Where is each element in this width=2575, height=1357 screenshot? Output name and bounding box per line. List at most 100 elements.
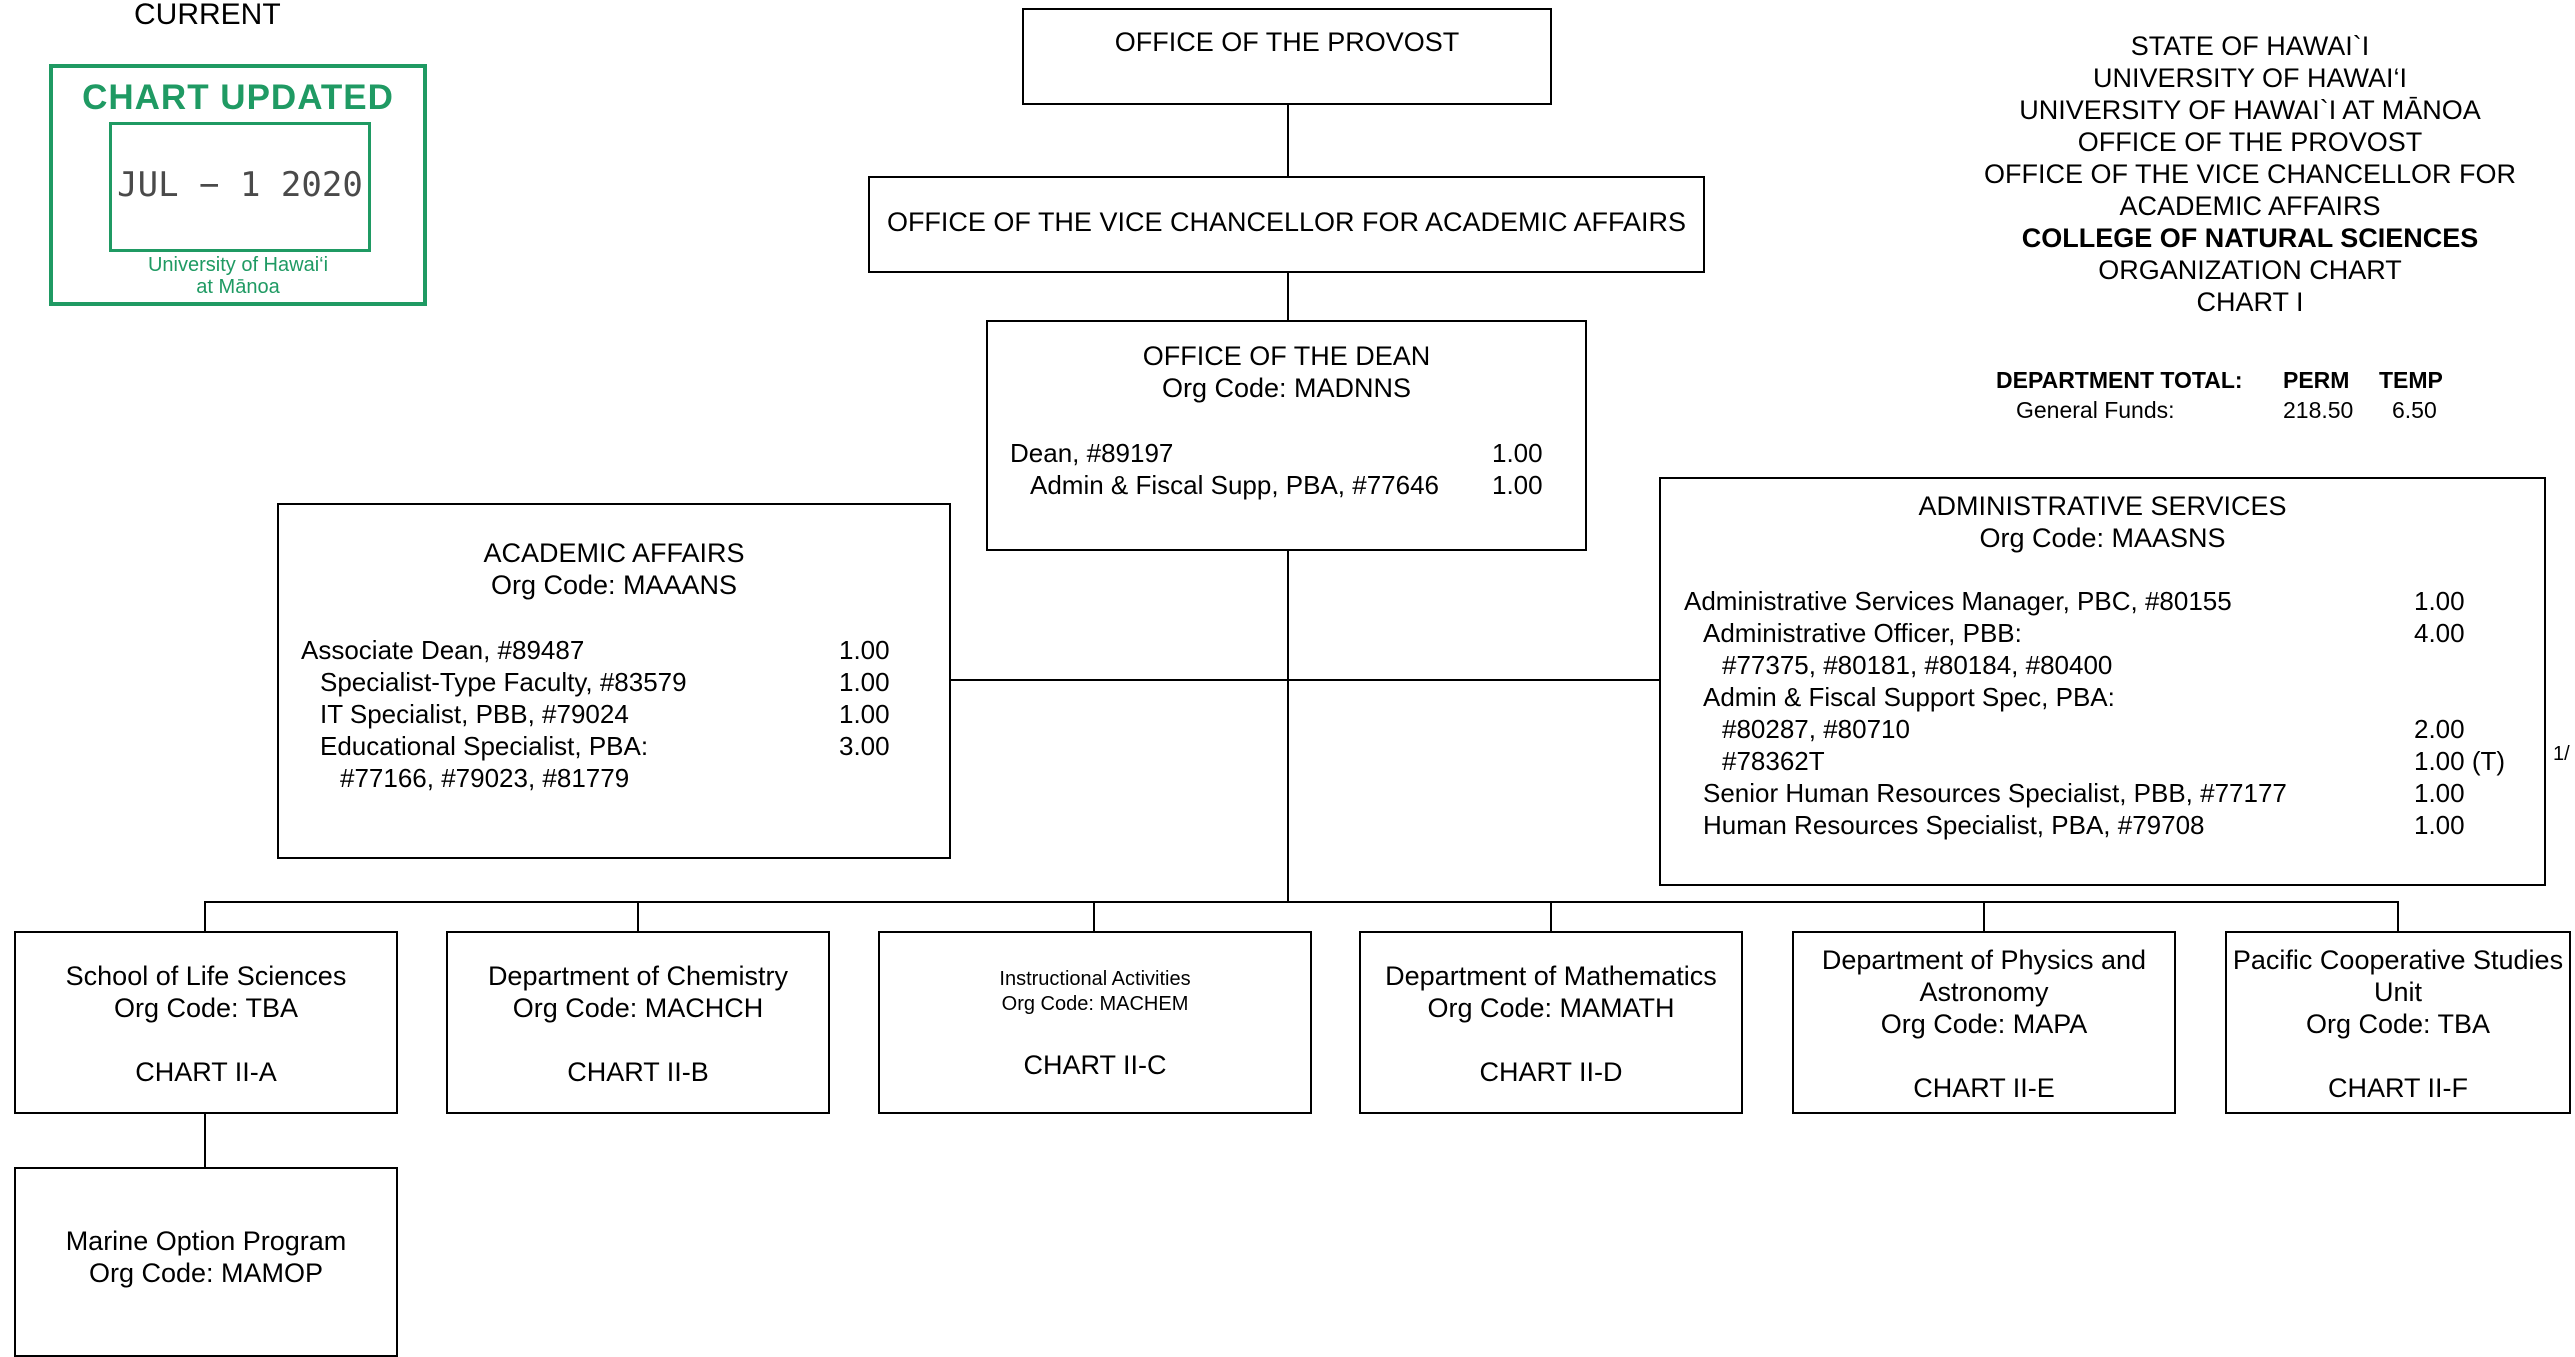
totals-funds-label: General Funds:: [2016, 397, 2175, 423]
header-line: STATE OF HAWAI`I: [2130, 31, 2370, 61]
position-label: IT Specialist, PBB, #79024: [320, 699, 629, 729]
position-fte: 1.00: [839, 635, 890, 665]
unit-chart-ref: CHART II-B: [567, 1057, 709, 1087]
unit-org-code: Org Code: MAMOP: [88, 1258, 324, 1288]
unit-box-chemistry: Department of Chemistry Org Code: MACHCH…: [446, 931, 830, 1114]
totals-temp-value: 6.50: [2392, 397, 2437, 423]
connector-line: [2397, 901, 2399, 932]
unit-box-life-sciences: School of Life Sciences Org Code: TBA CH…: [14, 931, 398, 1114]
unit-chart-ref: CHART II-E: [1913, 1073, 2055, 1103]
unit-org-code: Org Code: MAPA: [1880, 1009, 2088, 1039]
academic-affairs-org-code: Org Code: MAAANS: [490, 570, 738, 600]
position-label: Admin & Fiscal Support Spec, PBA:: [1703, 682, 2115, 712]
administrative-services-box: ADMINISTRATIVE SERVICES Org Code: MAASNS…: [1659, 477, 2546, 886]
provost-title: OFFICE OF THE PROVOST: [1114, 27, 1460, 57]
position-label: Senior Human Resources Specialist, PBB, …: [1703, 778, 2287, 808]
chart-updated-stamp: CHART UPDATED JUL − 1 2020 University of…: [49, 64, 427, 306]
connector-line: [1287, 550, 1289, 903]
unit-name: Department of Mathematics: [1385, 961, 1717, 991]
position-label: Admin & Fiscal Supp, PBA, #77646: [1030, 470, 1440, 500]
college-name: COLLEGE OF NATURAL SCIENCES: [2021, 223, 2479, 253]
unit-chart-ref: CHART II-C: [1023, 1050, 1167, 1080]
position-label: Educational Specialist, PBA:: [320, 731, 649, 761]
unit-org-code: Org Code: MAMATH: [1427, 993, 1675, 1023]
stamp-org-line2: at Mānoa: [196, 276, 280, 298]
position-fte: 1.00: [1492, 470, 1543, 500]
header-line: OFFICE OF THE PROVOST: [2077, 127, 2423, 157]
academic-affairs-box: ACADEMIC AFFAIRS Org Code: MAAANS Associ…: [277, 503, 951, 859]
stamp-title: CHART UPDATED: [82, 78, 394, 117]
provost-box: OFFICE OF THE PROVOST: [1022, 8, 1552, 105]
position-fte: 1.00: [2414, 810, 2465, 840]
unit-name-line1: Department of Physics and: [1821, 945, 2147, 975]
position-label: Administrative Officer, PBB:: [1703, 618, 2022, 648]
totals-perm-value: 218.50: [2283, 397, 2354, 423]
unit-box-physics-astronomy: Department of Physics and Astronomy Org …: [1792, 931, 2176, 1114]
totals-perm-header: PERM: [2283, 367, 2350, 393]
unit-org-code: Org Code: TBA: [2305, 1009, 2491, 1039]
position-fte: 1.00: [2414, 586, 2465, 616]
stamp-org-line1: University of Hawai‘i: [147, 254, 329, 276]
position-fte: 1.00: [2414, 778, 2465, 808]
position-fte: 1.00: [839, 667, 890, 697]
unit-chart-ref: CHART II-D: [1479, 1057, 1623, 1087]
dean-org-code: Org Code: MADNNS: [1161, 373, 1412, 403]
connector-line: [949, 679, 1661, 681]
connector-line: [204, 1114, 206, 1168]
position-label: #80287, #80710: [1722, 714, 1910, 744]
unit-name: Marine Option Program: [65, 1226, 347, 1256]
unit-name: Instructional Activities: [999, 968, 1191, 990]
totals-label: DEPARTMENT TOTAL:: [1996, 367, 2243, 393]
vcaa-box: OFFICE OF THE VICE CHANCELLOR FOR ACADEM…: [868, 176, 1705, 273]
unit-box-marine-option-program: Marine Option Program Org Code: MAMOP: [14, 1167, 398, 1357]
position-fte: 1.00 (T): [2414, 746, 2506, 776]
position-fte: 3.00: [839, 731, 890, 761]
stamp-date: JUL − 1 2020: [117, 165, 363, 205]
totals-temp-header: TEMP: [2379, 367, 2443, 393]
unit-box-pacific-cooperative: Pacific Cooperative Studies Unit Org Cod…: [2225, 931, 2571, 1114]
connector-line: [1093, 901, 1095, 932]
position-label: Specialist-Type Faculty, #83579: [320, 667, 687, 697]
footnote-marker: 1/: [2553, 743, 2570, 765]
connector-line: [204, 901, 206, 932]
academic-affairs-title: ACADEMIC AFFAIRS: [483, 538, 745, 568]
unit-org-code: Org Code: TBA: [113, 993, 299, 1023]
position-label: #77375, #80181, #80184, #80400: [1722, 650, 2113, 680]
chart-number: CHART I: [2196, 287, 2304, 317]
vcaa-title: OFFICE OF THE VICE CHANCELLOR FOR ACADEM…: [886, 207, 1687, 237]
position-fte: 1.00: [1492, 438, 1543, 468]
administrative-services-org-code: Org Code: MAASNS: [1979, 523, 2226, 553]
position-fte: 2.00: [2414, 714, 2465, 744]
position-label: Human Resources Specialist, PBA, #79708: [1703, 810, 2205, 840]
position-fte: 4.00: [2414, 618, 2465, 648]
administrative-services-title: ADMINISTRATIVE SERVICES: [1918, 491, 2287, 521]
unit-name-line2: Unit: [2373, 977, 2422, 1007]
stamp-date-frame: JUL − 1 2020: [109, 122, 371, 252]
connector-line: [205, 901, 2399, 903]
connector-line: [1550, 901, 1552, 932]
header-line: OFFICE OF THE VICE CHANCELLOR FOR: [1983, 159, 2517, 189]
connector-line: [637, 901, 639, 932]
position-label: #77166, #79023, #81779: [340, 763, 630, 793]
unit-name-line2: Astronomy: [1919, 977, 2049, 1007]
unit-box-instructional-activities: Instructional Activities Org Code: MACHE…: [878, 931, 1312, 1114]
header-line: UNIVERSITY OF HAWAI‘I: [2092, 63, 2408, 93]
connector-line: [1287, 104, 1289, 176]
unit-name: School of Life Sciences: [65, 961, 347, 991]
unit-chart-ref: CHART II-A: [135, 1057, 277, 1087]
position-label: Dean, #89197: [1010, 438, 1174, 468]
position-label: Associate Dean, #89487: [301, 635, 585, 665]
dean-title: OFFICE OF THE DEAN: [1142, 341, 1431, 371]
header-block: STATE OF HAWAI`I UNIVERSITY OF HAWAI‘I U…: [1960, 30, 2540, 318]
unit-box-mathematics: Department of Mathematics Org Code: MAMA…: [1359, 931, 1743, 1114]
header-line: UNIVERSITY OF HAWAI`I AT MĀNOA: [2019, 95, 2481, 125]
unit-org-code: Org Code: MACHEM: [1001, 993, 1189, 1015]
connector-line: [1287, 272, 1289, 322]
unit-chart-ref: CHART II-F: [2327, 1073, 2468, 1103]
position-label: #78362T: [1722, 746, 1825, 776]
status-label: CURRENT: [134, 0, 281, 31]
dean-box: OFFICE OF THE DEAN Org Code: MADNNS Dean…: [986, 320, 1587, 551]
unit-name: Department of Chemistry: [487, 961, 789, 991]
unit-name-line1: Pacific Cooperative Studies: [2232, 945, 2564, 975]
chart-name: ORGANIZATION CHART: [2098, 255, 2402, 285]
